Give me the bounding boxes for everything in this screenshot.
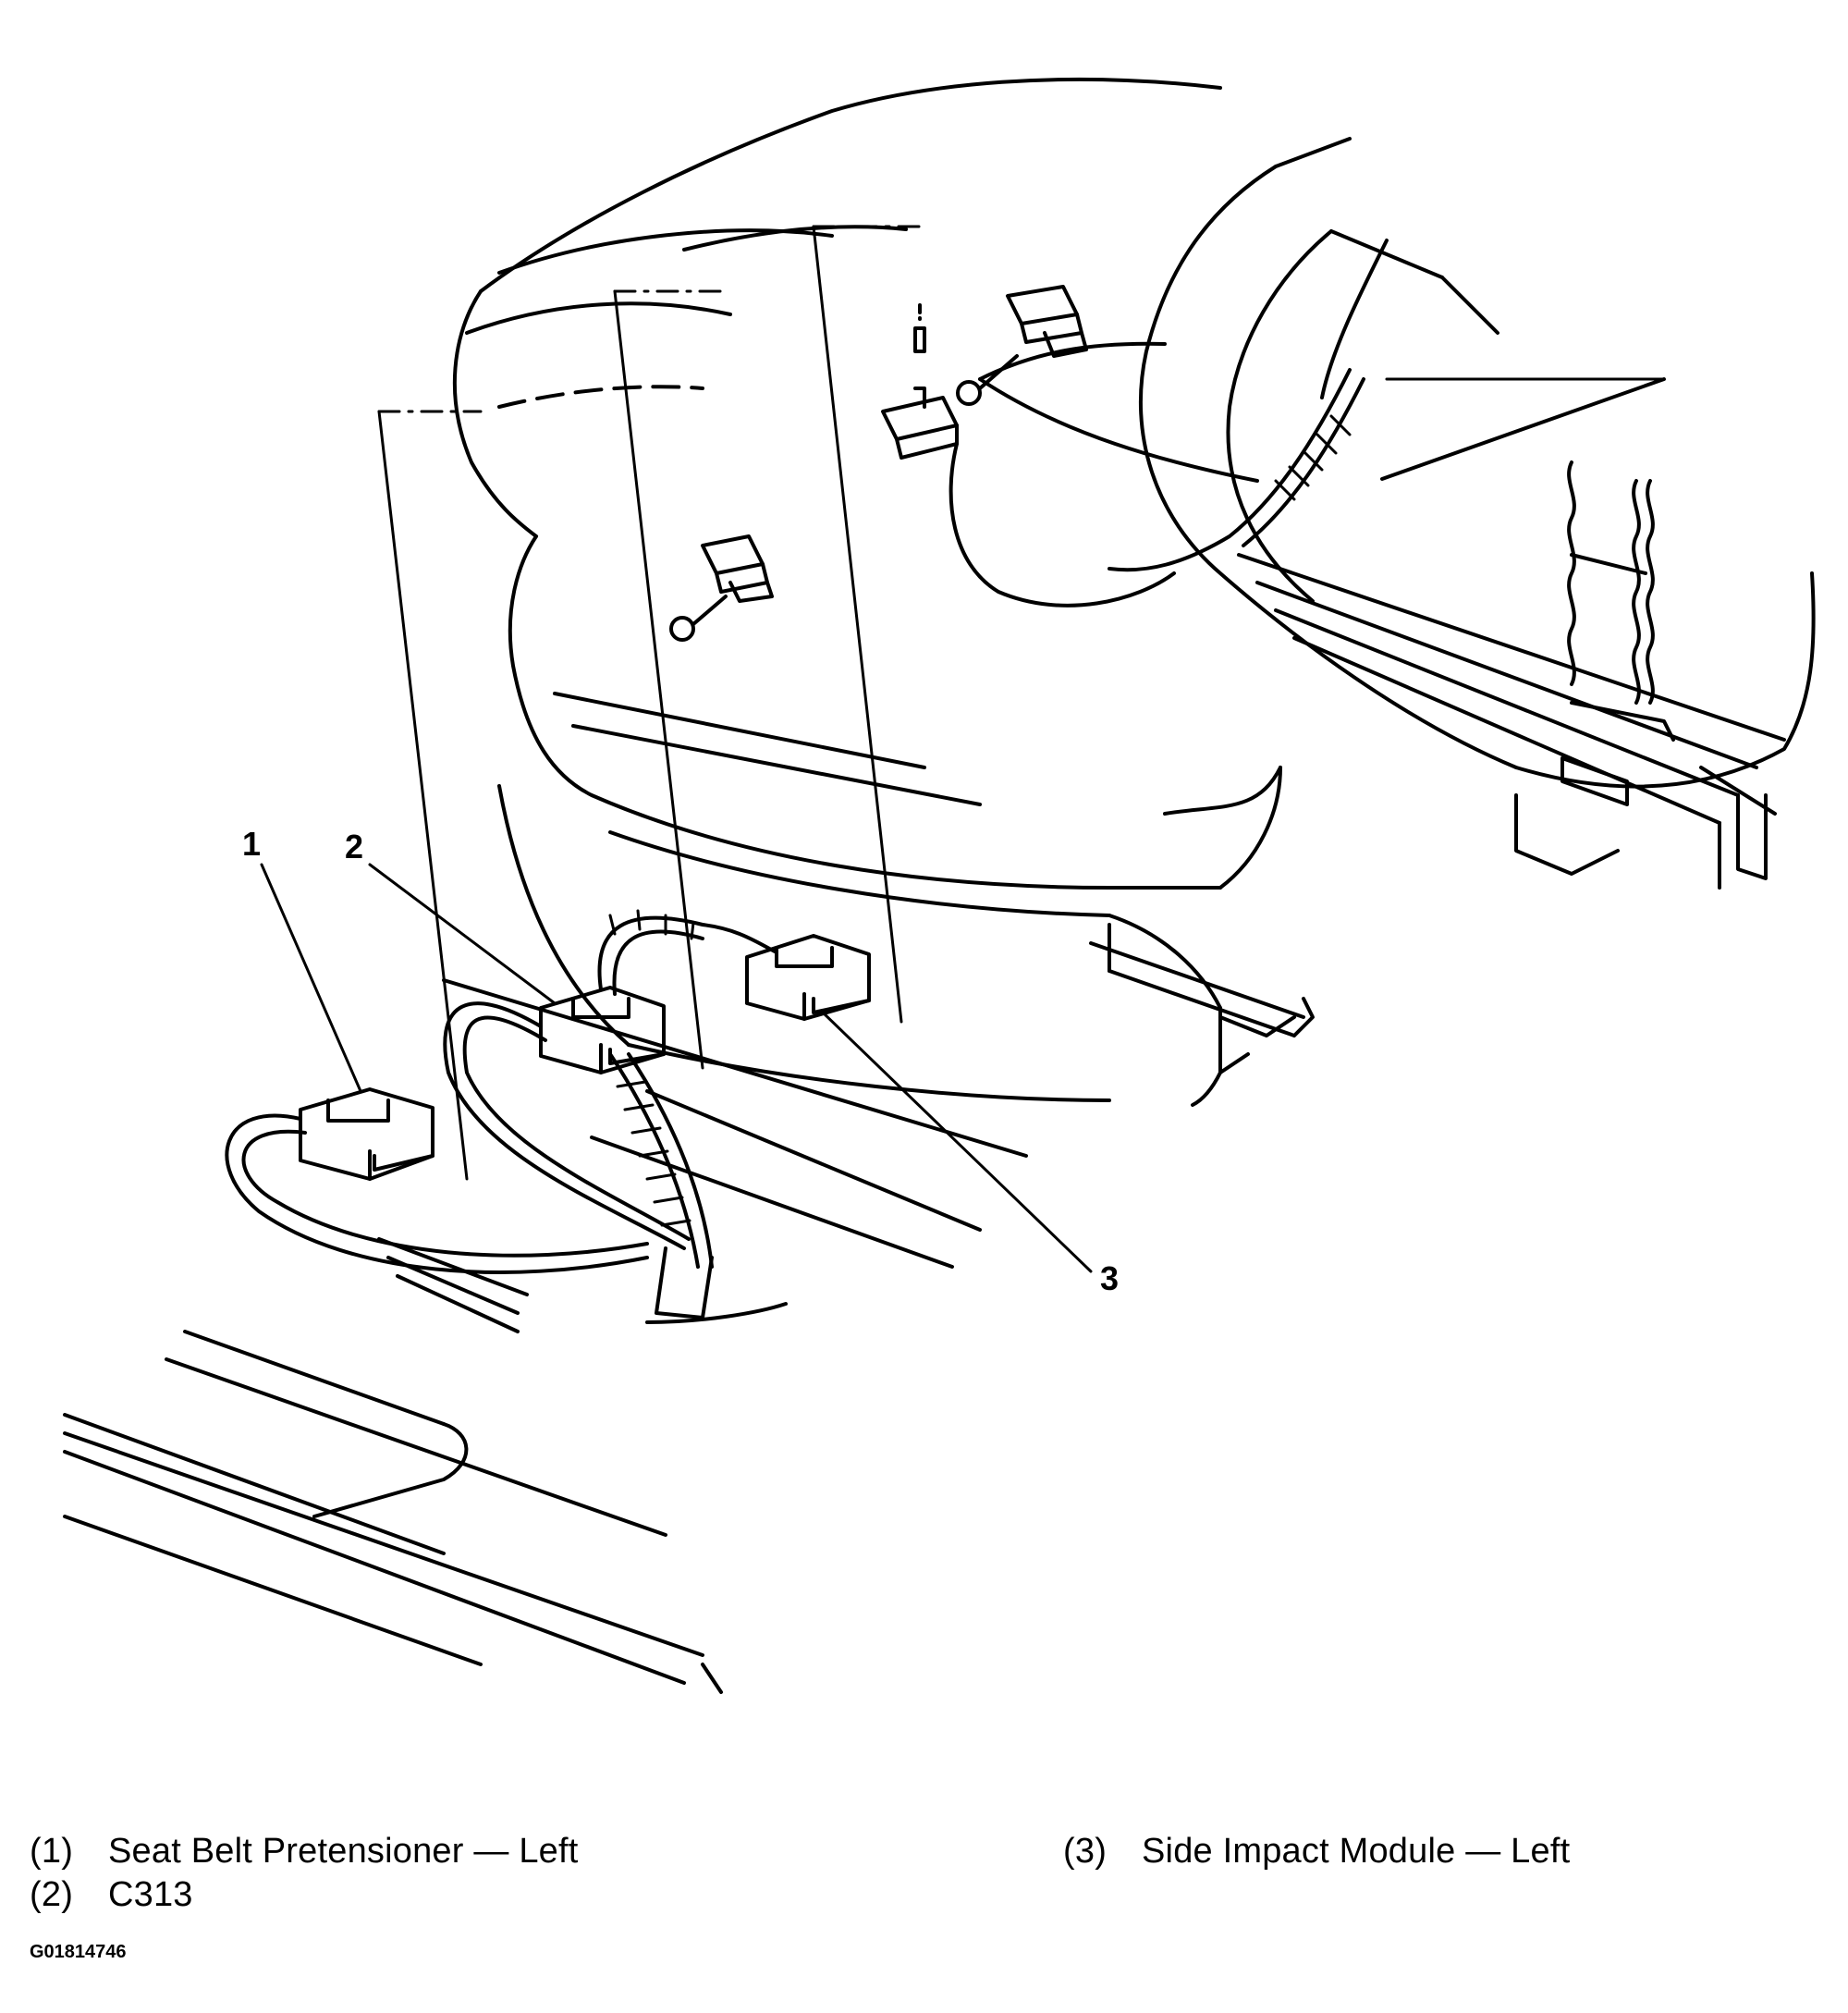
callout-1: 1 — [242, 825, 261, 863]
seat-back-harness — [948, 368, 1365, 608]
callout-leaders — [260, 863, 1093, 1273]
side-impact-connector — [745, 934, 871, 1021]
callout-3: 3 — [1100, 1259, 1119, 1297]
seat-connector-lower — [669, 534, 774, 642]
c313-connector — [539, 986, 666, 1074]
legend-item-2: (2) C313 — [30, 1875, 193, 1915]
seat-wiring-illustration: 1 2 3 — [63, 77, 1816, 1694]
seat-track — [1089, 553, 1786, 1037]
callout-2: 2 — [345, 828, 363, 865]
legend-label: C313 — [108, 1875, 193, 1914]
legend-item-1: (1) Seat Belt Pretensioner — Left — [30, 1832, 579, 1872]
figure-code: G01814746 — [30, 1942, 127, 1962]
legend-label: Seat Belt Pretensioner — Left — [108, 1832, 579, 1871]
legend-number: (3) — [1063, 1832, 1108, 1871]
legend-number: (2) — [30, 1875, 74, 1914]
upper-seat-cushion — [452, 77, 1666, 538]
wiring-harness — [225, 909, 788, 1324]
seat-back — [1139, 137, 1816, 816]
alignment-lines — [377, 225, 926, 1181]
legend-item-3: (3) Side Impact Module — Left — [1063, 1832, 1570, 1872]
seat-belt-retractor-bracket — [881, 303, 959, 460]
legend-number: (1) — [30, 1832, 74, 1871]
seat-connector-upper — [956, 285, 1088, 406]
seat-frame-supports — [1567, 460, 1655, 705]
legend-label: Side Impact Module — Left — [1142, 1832, 1571, 1871]
lower-seat-cushion — [497, 534, 1282, 1107]
pretensioner-connector — [299, 1087, 434, 1181]
floor-panel — [63, 978, 1028, 1694]
